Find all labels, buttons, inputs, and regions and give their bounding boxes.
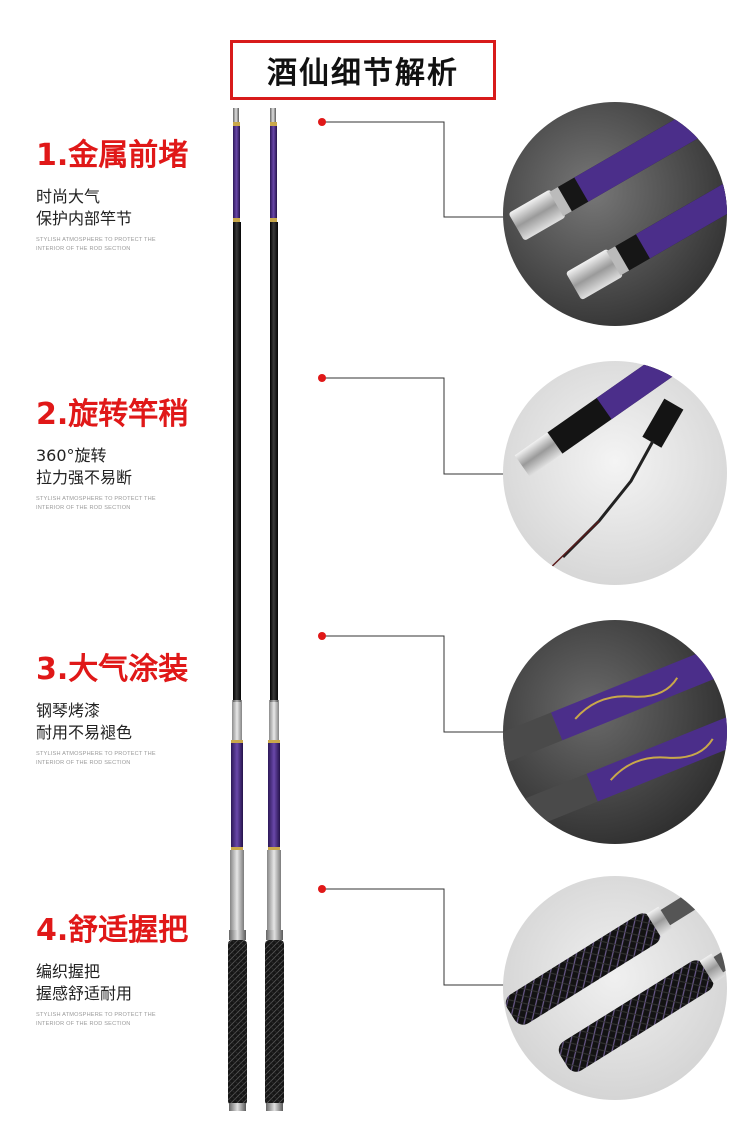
callout-dot bbox=[318, 118, 326, 126]
feature-block-2: 2.旋转竿稍 360°旋转 拉力强不易断 STYLISH ATMOSPHERE … bbox=[36, 397, 216, 513]
feature-block-1: 1.金属前堵 时尚大气 保护内部竿节 STYLISH ATMOSPHERE TO… bbox=[36, 138, 216, 254]
feature-heading: 2.旋转竿稍 bbox=[36, 397, 189, 432]
feature-line: 钢琴烤漆 bbox=[36, 701, 101, 720]
fishing-rods-image bbox=[228, 108, 284, 1111]
detail-photo-woven-grip bbox=[503, 876, 727, 1100]
feature-line: 握感舒适耐用 bbox=[36, 984, 133, 1003]
rod-left bbox=[228, 108, 247, 1111]
feature-line: 编织握把 bbox=[36, 962, 101, 981]
detail-photo-metal-cap bbox=[503, 102, 727, 326]
callout-dot bbox=[318, 374, 326, 382]
callout-dot bbox=[318, 885, 326, 893]
feature-heading: 4.舒适握把 bbox=[36, 913, 189, 948]
page-title: 酒仙细节解析 bbox=[267, 56, 459, 91]
feature-block-3: 3.大气涂装 钢琴烤漆 耐用不易褪色 STYLISH ATMOSPHERE TO… bbox=[36, 652, 216, 768]
feature-heading: 3.大气涂装 bbox=[36, 652, 189, 687]
feature-line: 保护内部竿节 bbox=[36, 209, 133, 228]
feature-line: 时尚大气 bbox=[36, 187, 101, 206]
feature-line: 拉力强不易断 bbox=[36, 468, 133, 487]
feature-english-caption: STYLISH ATMOSPHERE TO PROTECT THE INTERI… bbox=[36, 751, 156, 766]
rod-right bbox=[265, 108, 284, 1111]
feature-english-caption: STYLISH ATMOSPHERE TO PROTECT THE INTERI… bbox=[36, 237, 156, 252]
detail-photo-rotating-tip bbox=[503, 361, 727, 585]
page-title-box: 酒仙细节解析 bbox=[230, 40, 496, 100]
callout-dot bbox=[318, 632, 326, 640]
feature-english-caption: STYLISH ATMOSPHERE TO PROTECT THE INTERI… bbox=[36, 1012, 156, 1027]
feature-line: 360°旋转 bbox=[36, 446, 107, 465]
feature-english-caption: STYLISH ATMOSPHERE TO PROTECT THE INTERI… bbox=[36, 496, 156, 511]
feature-heading: 1.金属前堵 bbox=[36, 138, 189, 173]
detail-photo-paint-coating bbox=[503, 620, 727, 844]
feature-block-4: 4.舒适握把 编织握把 握感舒适耐用 STYLISH ATMOSPHERE TO… bbox=[36, 913, 216, 1029]
feature-line: 耐用不易褪色 bbox=[36, 723, 133, 742]
